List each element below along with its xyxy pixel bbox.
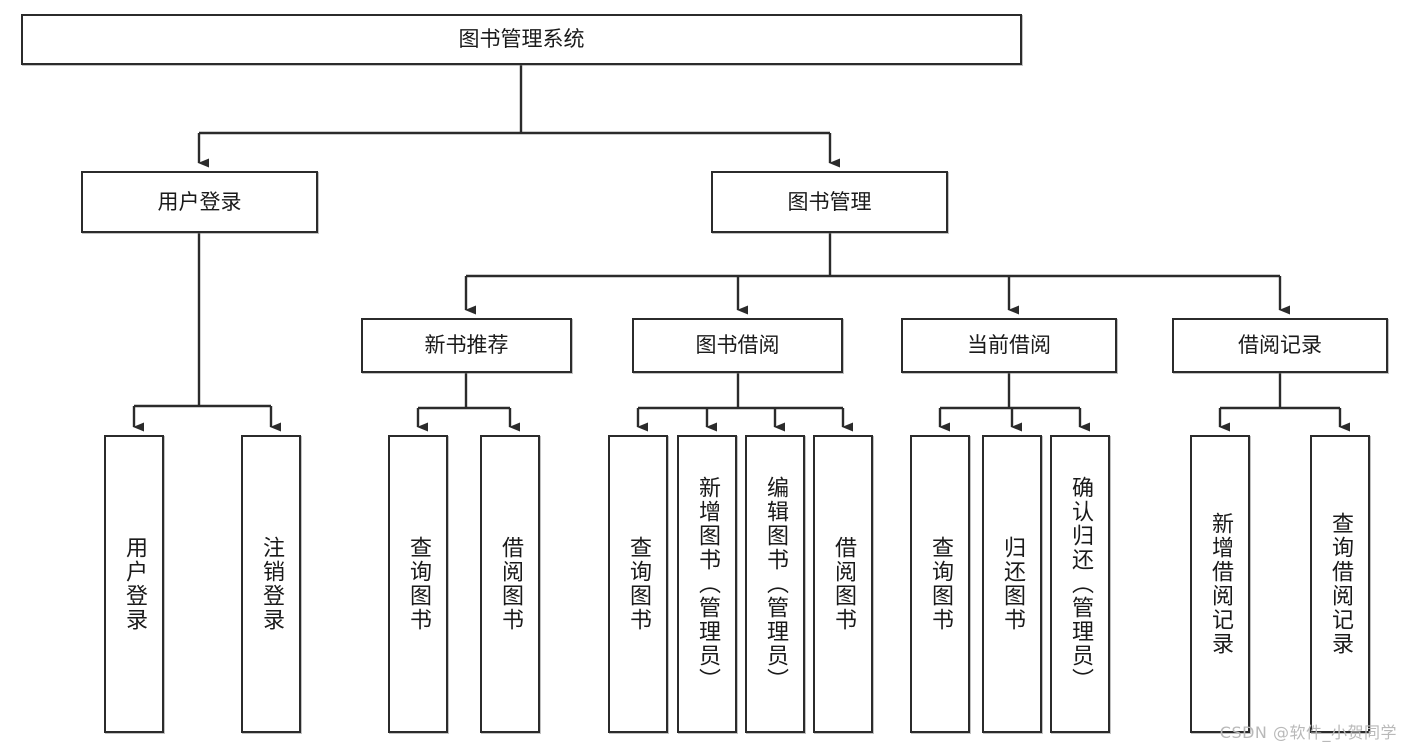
leaf-return-book[interactable]: 归还图书 bbox=[982, 435, 1042, 733]
leaf-return-book-label: 归还图书 bbox=[1000, 536, 1025, 632]
node-book-borrow[interactable]: 图书借阅 bbox=[632, 318, 843, 373]
leaf-query-book-newbook[interactable]: 查询图书 bbox=[388, 435, 448, 733]
leaf-query-borrow-record[interactable]: 查询借阅记录 bbox=[1310, 435, 1370, 733]
leaf-add-borrow-record[interactable]: 新增借阅记录 bbox=[1190, 435, 1250, 733]
leaf-edit-book-admin-label: 编辑图书（管理员） bbox=[763, 476, 788, 692]
leaf-add-book-admin[interactable]: 新增图书（管理员） bbox=[677, 435, 737, 733]
leaf-borrow-book-label: 借阅图书 bbox=[831, 536, 856, 632]
leaf-query-book-borrow-label: 查询图书 bbox=[626, 536, 651, 632]
node-user-login-label: 用户登录 bbox=[157, 189, 242, 214]
leaf-logout-label: 注销登录 bbox=[259, 536, 284, 632]
leaf-add-borrow-record-label: 新增借阅记录 bbox=[1208, 512, 1233, 656]
leaf-user-login[interactable]: 用户登录 bbox=[104, 435, 164, 733]
node-root[interactable]: 图书管理系统 bbox=[21, 14, 1022, 65]
leaf-borrow-book[interactable]: 借阅图书 bbox=[813, 435, 873, 733]
node-book-borrow-label: 图书借阅 bbox=[695, 333, 780, 358]
node-user-login[interactable]: 用户登录 bbox=[81, 171, 318, 233]
node-root-label: 图书管理系统 bbox=[458, 27, 585, 52]
leaf-add-book-admin-label: 新增图书（管理员） bbox=[695, 476, 720, 692]
leaf-query-book-newbook-label: 查询图书 bbox=[406, 536, 431, 632]
node-current-borrow-label: 当前借阅 bbox=[967, 333, 1051, 358]
leaf-logout[interactable]: 注销登录 bbox=[241, 435, 301, 733]
node-new-book-recommend[interactable]: 新书推荐 bbox=[361, 318, 572, 373]
leaf-edit-book-admin[interactable]: 编辑图书（管理员） bbox=[745, 435, 805, 733]
leaf-confirm-return-admin[interactable]: 确认归还（管理员） bbox=[1050, 435, 1110, 733]
leaf-borrow-book-newbook-label: 借阅图书 bbox=[498, 536, 523, 632]
node-book-management[interactable]: 图书管理 bbox=[711, 171, 948, 233]
leaf-confirm-return-admin-label: 确认归还（管理员） bbox=[1068, 476, 1093, 692]
leaf-query-borrow-record-label: 查询借阅记录 bbox=[1328, 512, 1353, 656]
leaf-query-book-borrow[interactable]: 查询图书 bbox=[608, 435, 668, 733]
leaf-user-login-label: 用户登录 bbox=[122, 536, 147, 632]
leaf-borrow-book-newbook[interactable]: 借阅图书 bbox=[480, 435, 540, 733]
node-new-book-recommend-label: 新书推荐 bbox=[424, 333, 509, 358]
node-current-borrow[interactable]: 当前借阅 bbox=[901, 318, 1117, 373]
leaf-query-book-current-label: 查询图书 bbox=[928, 536, 953, 632]
leaf-query-book-current[interactable]: 查询图书 bbox=[910, 435, 970, 733]
node-book-management-label: 图书管理 bbox=[787, 189, 872, 214]
node-borrow-record[interactable]: 借阅记录 bbox=[1172, 318, 1388, 373]
node-borrow-record-label: 借阅记录 bbox=[1238, 333, 1322, 358]
